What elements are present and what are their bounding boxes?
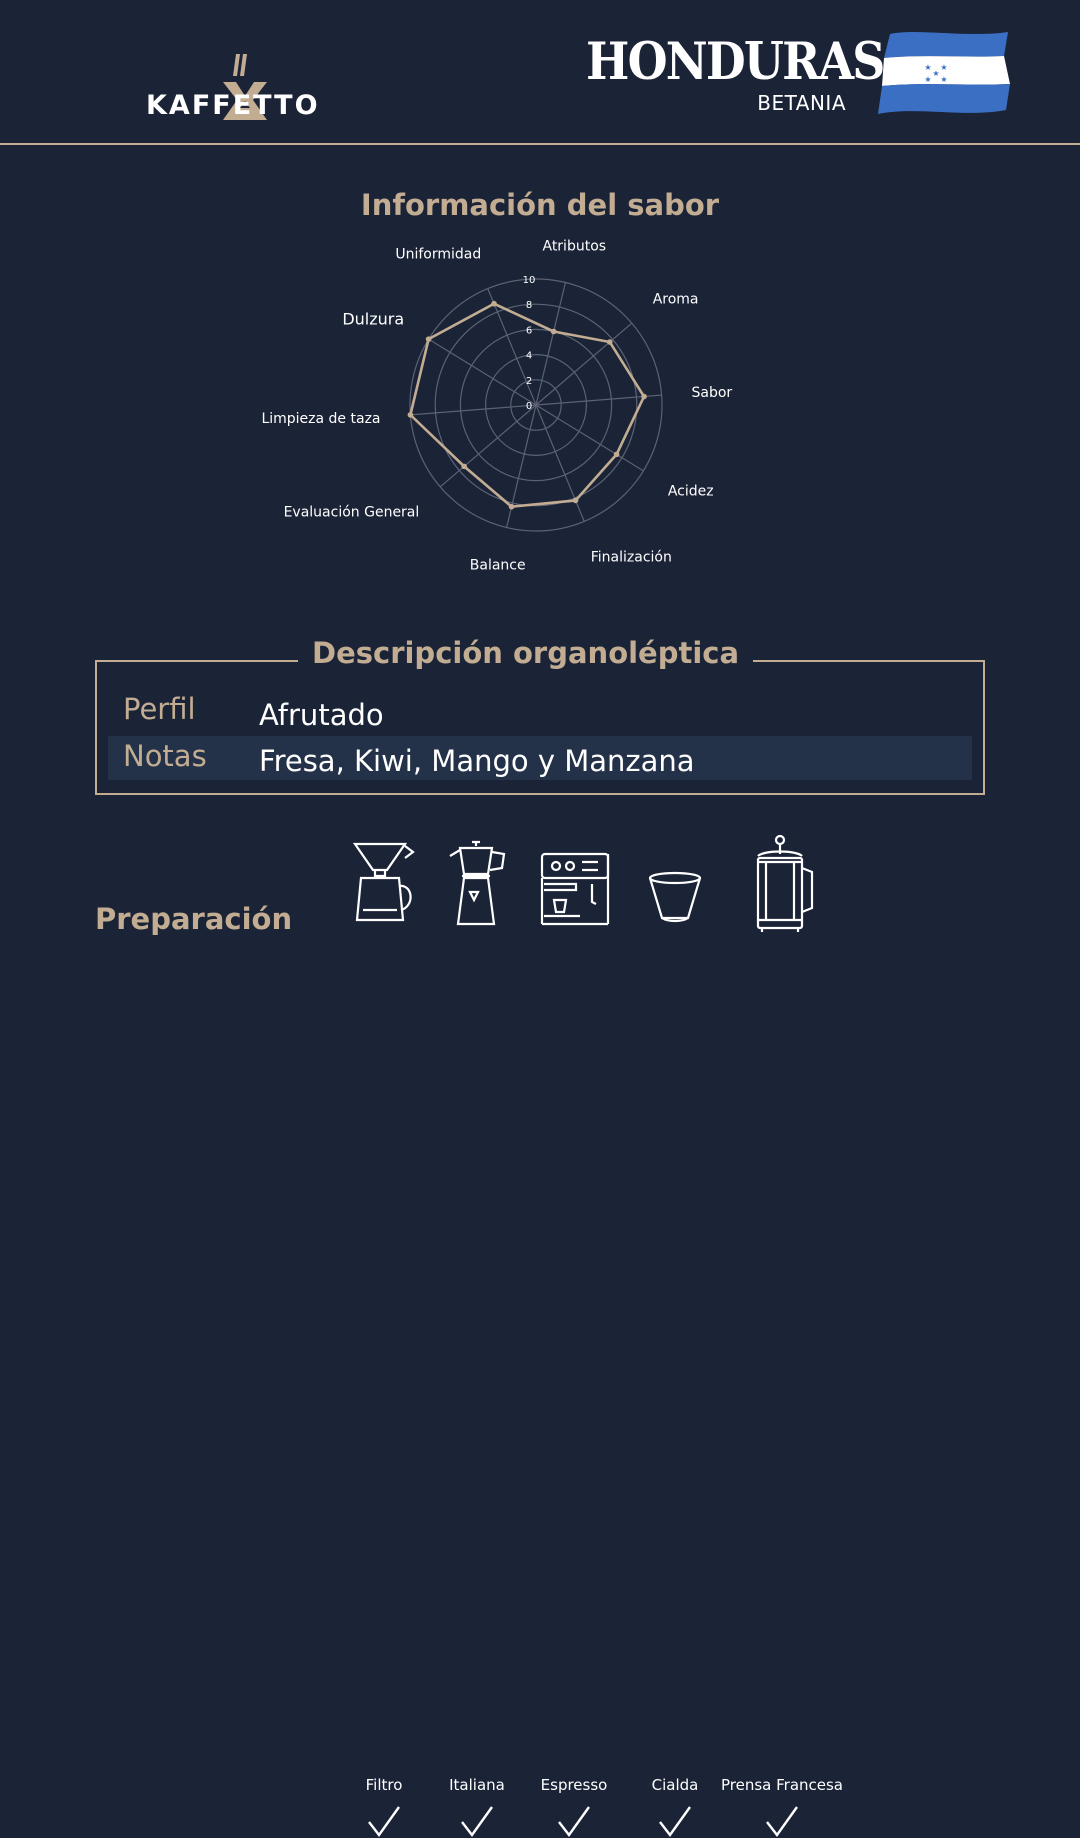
method-prensa-francesa: Prensa Francesa — [717, 832, 847, 1838]
french-press-icon — [756, 834, 814, 932]
radar-data-point — [461, 463, 467, 470]
radar-tick-label: 10 — [523, 275, 536, 286]
radar-category-label: Atributos — [542, 239, 606, 255]
organoleptic-title: Descripción organoléptica — [298, 636, 754, 670]
check-icon — [461, 1806, 493, 1838]
radar-grid-ring — [459, 328, 613, 482]
coffee-capsule-icon — [648, 871, 702, 923]
region-subtitle: BETANIA — [757, 91, 846, 115]
radar-data-point — [572, 497, 579, 504]
radar-category-label: Balance — [470, 557, 526, 573]
radar-spoke — [410, 404, 537, 416]
radar-grid-ring — [485, 353, 588, 457]
check-icon — [558, 1806, 590, 1838]
radar-spoke — [535, 322, 633, 406]
svg-text:★: ★ — [924, 75, 931, 84]
radar-category-label: Uniformidad — [395, 246, 481, 262]
radar-tick-label: 2 — [526, 376, 532, 387]
radar-grid-ring — [409, 278, 663, 532]
moka-pot-icon — [449, 840, 506, 926]
notes-highlight-band — [108, 736, 972, 780]
radar-spoke — [535, 394, 662, 406]
flavor-section-title: Información del sabor — [360, 188, 720, 222]
perfil-label: Perfil — [123, 692, 196, 726]
espresso-machine-icon — [540, 852, 610, 926]
svg-text:★: ★ — [940, 75, 947, 84]
radar-tick-label: 8 — [526, 300, 532, 311]
check-icon — [368, 1806, 400, 1838]
radar-category-label: Aroma — [653, 291, 699, 307]
radar-data-point — [613, 451, 620, 458]
preparation-title: Preparación — [95, 902, 293, 936]
radar-category-label: Acidez — [668, 484, 714, 500]
svg-text:★: ★ — [940, 63, 947, 72]
brand-name: KAFFETTO — [146, 90, 320, 121]
radar-tick-label: 0 — [526, 401, 532, 412]
radar-category-label: Dulzura — [342, 309, 404, 328]
notas-label: Notas — [123, 739, 207, 773]
radar-spoke — [439, 404, 537, 488]
radar-data-point — [425, 336, 432, 342]
country-title: HONDURAS — [586, 32, 885, 92]
flavor-radar-chart: 0 2 4 6 8 10 AtributosAromaSaborAcidezFinaliza… — [261, 239, 732, 574]
check-icon — [766, 1806, 798, 1838]
radar-spoke — [428, 338, 537, 406]
radar-grid-ring — [434, 303, 638, 507]
radar-spoke — [487, 288, 537, 406]
method-label-prensa-francesa: Prensa Francesa — [720, 1776, 843, 1794]
radar-category-label: Evaluación General — [284, 505, 420, 521]
perfil-value: Afrutado — [259, 698, 384, 732]
svg-text:★: ★ — [924, 63, 931, 72]
svg-text:★: ★ — [932, 69, 939, 78]
radar-category-label: Sabor — [691, 385, 732, 401]
notas-value: Fresa, Kiwi, Mango y Manzana — [259, 744, 695, 778]
radar-tick-label: 6 — [526, 325, 532, 336]
radar-grid-ring — [510, 379, 562, 431]
honduras-flag-icon: ★★★ ★★ — [878, 32, 1010, 114]
radar-data-point — [491, 300, 497, 307]
check-icon — [659, 1806, 691, 1838]
radar-data-point — [508, 503, 515, 510]
radar-spoke — [535, 282, 566, 406]
radar-category-label: Finalización — [591, 550, 672, 566]
radar-category-label: Limpieza de taza — [261, 411, 380, 427]
radar-spoke — [535, 404, 644, 472]
radar-data-point — [606, 339, 613, 345]
radar-data-point — [550, 328, 557, 335]
radar-data-point — [407, 412, 414, 418]
radar-tick-label: 4 — [526, 351, 532, 362]
header-divider — [0, 143, 1080, 145]
radar-data-point — [641, 393, 647, 400]
kaffetto-logo-icon — [223, 54, 267, 120]
pour-over-filter-icon — [352, 842, 415, 922]
